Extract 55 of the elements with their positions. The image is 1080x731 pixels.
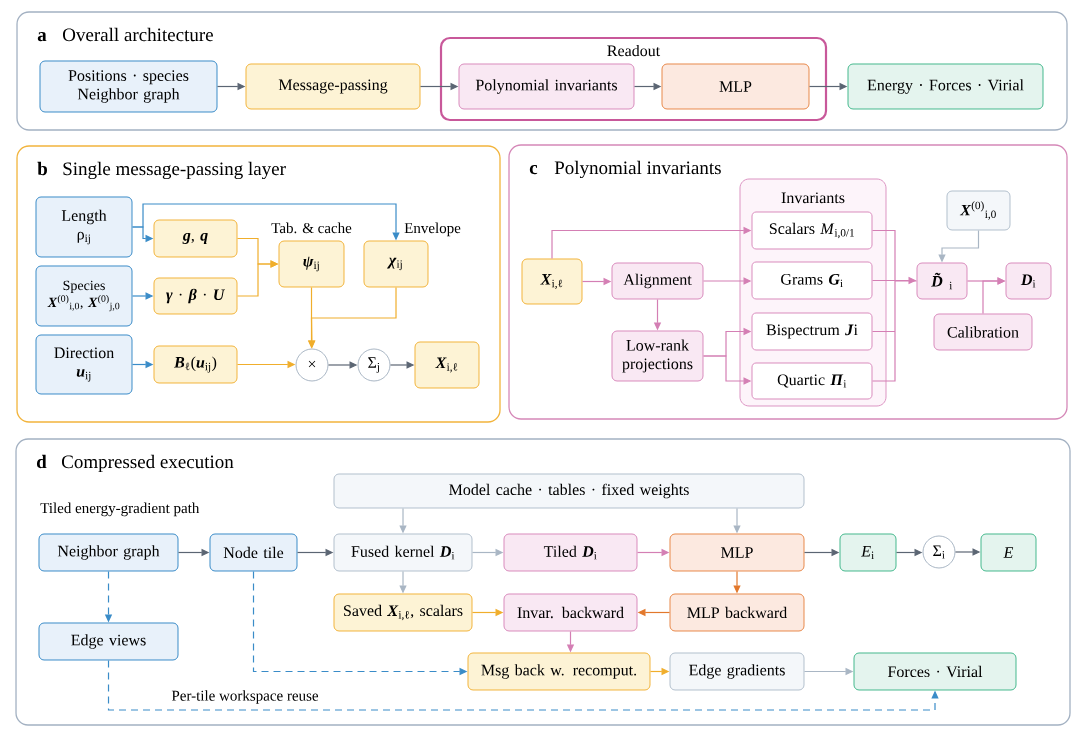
- panel-title: Single message-passing layer: [63, 161, 286, 180]
- process-box: χ$_{ij}$: [363, 240, 429, 288]
- process-box: MLP: [669, 533, 805, 572]
- process-box: Species X$^{(0)}$$_{i,0}$, X$^{(0)}$j,0: [35, 265, 133, 327]
- process-box: Invar. backward: [503, 593, 638, 632]
- process-box: B$_{ℓ}$(u$_{ij}$): [153, 345, 238, 384]
- process-box: X$_{i,ℓ}$: [521, 258, 583, 305]
- process-box: ψ$_{ij}$: [278, 240, 345, 288]
- process-box: Scalars M$_{i,0/1}$: [751, 211, 873, 250]
- process-box: Grams G$_{i}$: [751, 261, 873, 300]
- process-box: Model cache · tables · fixed weights: [333, 473, 805, 509]
- process-box: X$^{(0)}$i,0: [946, 190, 1011, 231]
- group-heading: Readout: [607, 44, 661, 57]
- process-box: Fused kernel D$_{i}$: [333, 533, 473, 572]
- process-box: γ · β · U: [153, 277, 238, 315]
- group-heading: Invariants: [781, 192, 845, 204]
- panel-letter: d: [37, 454, 47, 469]
- process-box: Node tile: [209, 533, 298, 572]
- process-box: Direction u$_{ij}$: [35, 334, 133, 395]
- process-box: Length ρ$_{ij}$: [35, 196, 133, 258]
- process-box: Bispectrum Ji: [751, 312, 873, 351]
- panel-title: Overall architecture: [63, 27, 213, 42]
- process-box: MLP backward: [669, 593, 805, 632]
- process-box: Neighbor graph: [38, 533, 179, 572]
- process-box: Low-rank projections: [611, 330, 704, 382]
- process-box: Saved X$_{i,ℓ}$, scalars: [333, 593, 473, 632]
- process-box: X$_{i,ℓ}$: [414, 341, 480, 389]
- process-box: D̃$_{i}$: [916, 262, 968, 300]
- process-box: Energy · Forces · Virial: [847, 63, 1044, 110]
- panel-letter: c: [529, 165, 538, 175]
- box-caption: Envelope: [404, 222, 461, 237]
- panel-letter: b: [37, 161, 47, 176]
- process-box: Positions · species Neighbor graph: [39, 60, 218, 113]
- process-box: Calibration: [933, 313, 1033, 351]
- process-box: Msg back w. recomput.: [467, 652, 651, 691]
- process-box: D$_{i}$: [1005, 262, 1052, 300]
- process-box: g, q: [153, 219, 238, 258]
- panel-title: Polynomial invariants: [554, 160, 721, 179]
- process-box: Tiled D$_{i}$: [503, 533, 638, 572]
- dashed-arrow: [107, 659, 939, 711]
- process-box: Message-passing: [245, 63, 421, 110]
- panel-title: Compressed execution: [62, 454, 234, 473]
- arrow: [871, 229, 918, 382]
- process-box: MLP: [661, 63, 810, 110]
- process-box: E: [980, 533, 1037, 572]
- process-box: Polynomial invariants: [458, 63, 635, 110]
- process-box: Edge gradients: [669, 652, 805, 691]
- process-box: Alignment: [611, 262, 704, 300]
- process-box: Forces · Virial: [853, 652, 1017, 691]
- process-box: Edge views: [38, 622, 179, 661]
- process-box: E$_{i}$: [839, 533, 897, 572]
- process-box: Quartic Π$_{i}$: [751, 362, 873, 400]
- note-text: Tiled energy-gradient path: [40, 502, 200, 517]
- box-caption: Tab. & cache: [271, 222, 352, 234]
- panel-letter: a: [37, 32, 47, 42]
